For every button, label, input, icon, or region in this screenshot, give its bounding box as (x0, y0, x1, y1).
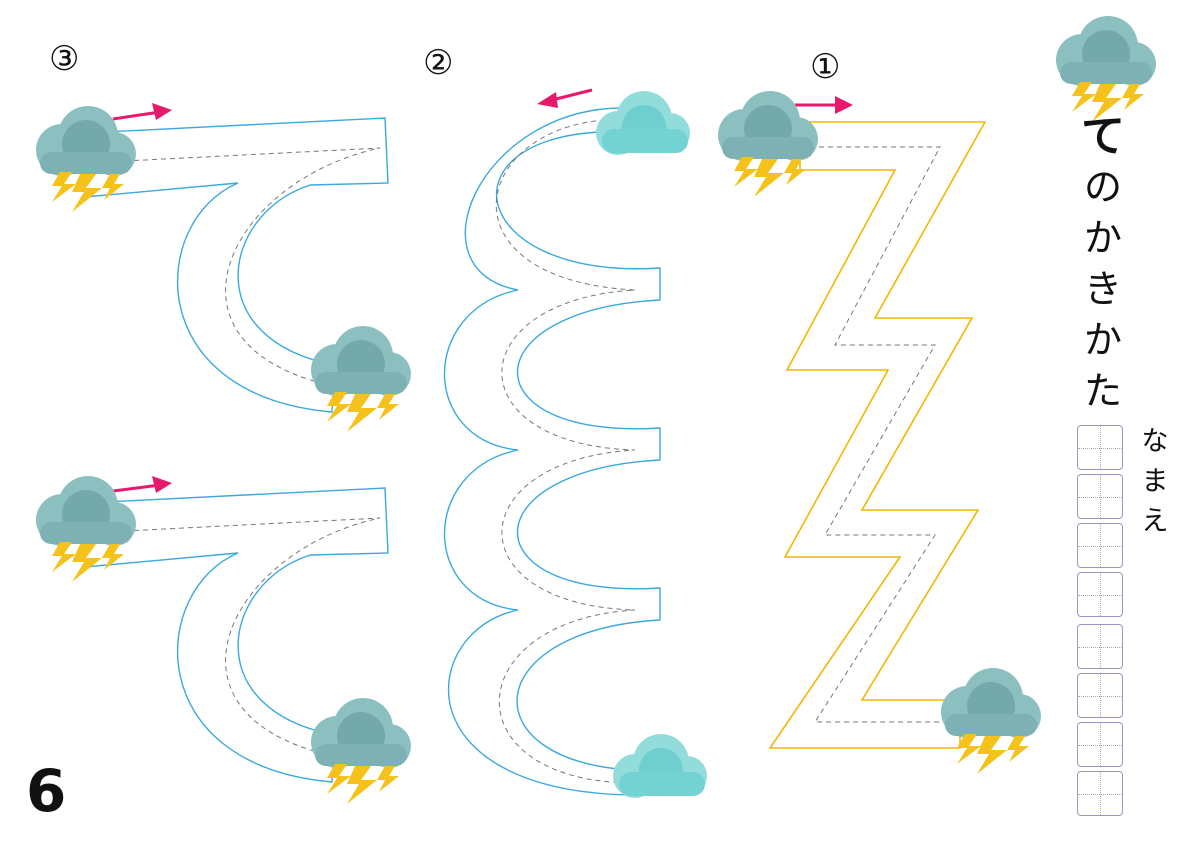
exercise-number-1: ① (810, 47, 841, 87)
storm-cloud-icon (941, 668, 1041, 774)
storm-cloud-icon (36, 106, 136, 212)
trace-path-zigzag (768, 121, 987, 749)
storm-cloud-icon (36, 476, 136, 582)
name-box[interactable] (1077, 523, 1123, 568)
name-box[interactable] (1077, 474, 1123, 519)
trace-path-hook-top (84, 117, 389, 413)
name-box[interactable] (1077, 572, 1123, 617)
name-box[interactable] (1077, 624, 1123, 669)
name-boxes (1077, 425, 1125, 820)
arrow-right-icon (112, 103, 172, 121)
name-label: な ま え (1138, 422, 1172, 542)
cloud-icon (596, 91, 690, 155)
name-box[interactable] (1077, 722, 1123, 767)
storm-cloud-icon (718, 91, 818, 197)
arrow-right-icon (795, 96, 853, 114)
name-label-char: ま (1141, 466, 1169, 497)
name-label-char: な (1141, 426, 1169, 457)
worksheet-title: て の か き か た (1078, 112, 1128, 417)
arrow-right-icon (112, 476, 172, 493)
subtitle-char: た (1083, 369, 1122, 413)
storm-cloud-icon (311, 698, 411, 804)
page-number: 6 (26, 757, 67, 825)
subtitle-char: の (1083, 165, 1122, 209)
name-box[interactable] (1077, 425, 1123, 470)
storm-cloud-icon (1056, 16, 1156, 122)
title-letter: て (1081, 111, 1125, 162)
exercise-number-2: ② (423, 43, 454, 83)
subtitle-char: か (1083, 318, 1122, 362)
exercise-number-3: ③ (49, 39, 80, 79)
trace-path-hook-bottom (84, 487, 389, 783)
cloud-icon (613, 734, 707, 798)
subtitle-char: か (1083, 216, 1122, 260)
name-box[interactable] (1077, 673, 1123, 718)
arrow-left-icon (537, 88, 593, 108)
name-label-char: え (1141, 506, 1169, 537)
name-box[interactable] (1077, 771, 1123, 816)
trace-path-wave (444, 107, 661, 796)
storm-cloud-icon (311, 326, 411, 432)
subtitle-char: き (1083, 267, 1122, 311)
